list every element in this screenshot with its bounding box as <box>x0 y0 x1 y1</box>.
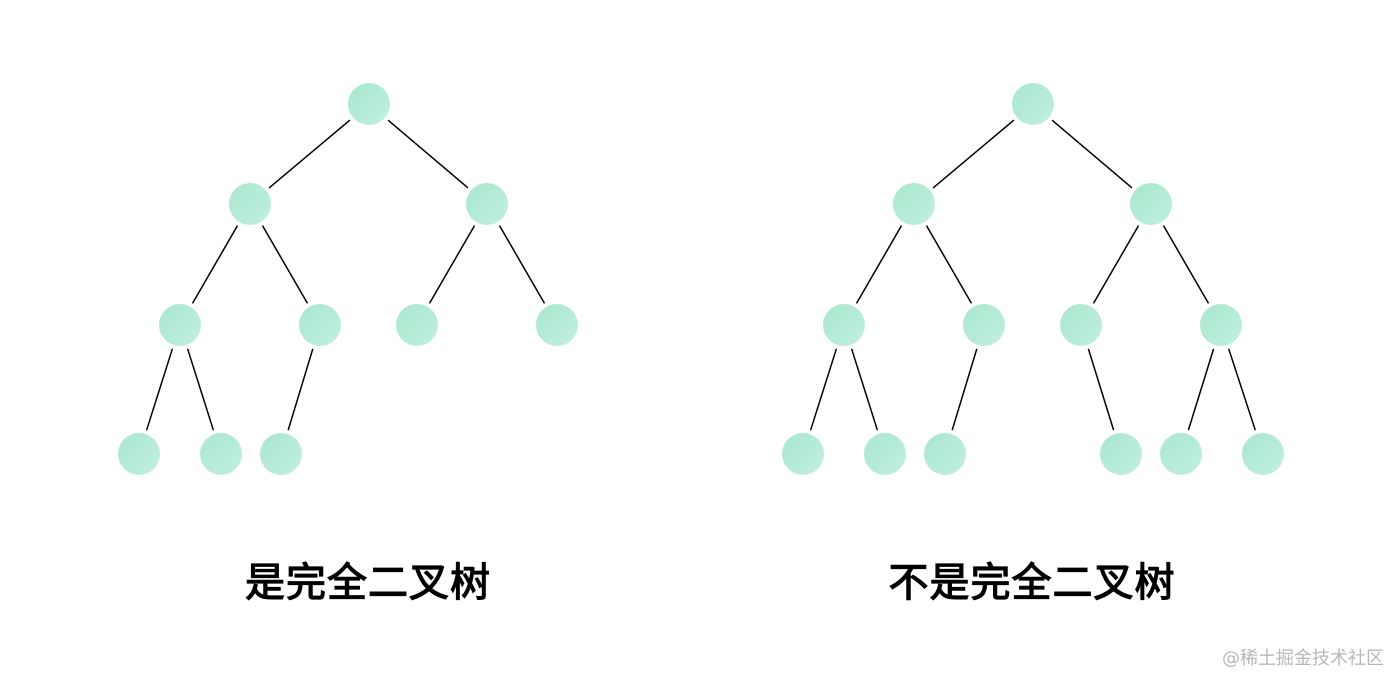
tree-edge <box>387 119 469 189</box>
tree-edge <box>809 348 838 431</box>
tree-node <box>1242 433 1284 475</box>
tree-node <box>466 183 508 225</box>
tree-node <box>200 433 242 475</box>
tree-edge <box>145 348 174 431</box>
tree-edge <box>1227 348 1257 431</box>
tree-edge <box>191 225 239 304</box>
tree-edge <box>1162 225 1210 304</box>
tree-edge <box>287 348 314 431</box>
tree-node <box>229 183 271 225</box>
tree-edge <box>186 348 215 431</box>
tree-node <box>864 433 906 475</box>
tree-edge <box>925 225 973 304</box>
tree-node <box>1100 433 1142 475</box>
tree-node <box>823 304 865 346</box>
tree-edge <box>855 225 903 304</box>
tree-node <box>924 433 966 475</box>
tree-edge <box>261 225 309 304</box>
tree-edge <box>1087 348 1115 431</box>
tree-node <box>118 433 160 475</box>
caption-complete-binary-tree: 是完全二叉树 <box>245 559 491 606</box>
tree-node <box>348 83 390 125</box>
caption-not-complete-binary-tree: 不是完全二叉树 <box>888 559 1176 606</box>
tree-node <box>1012 83 1054 125</box>
tree-edge <box>1051 119 1133 189</box>
tree-node <box>1060 304 1102 346</box>
tree-edge <box>932 119 1015 189</box>
tree-node <box>299 304 341 346</box>
tree-edge <box>498 225 546 304</box>
tree-edge <box>1187 348 1215 431</box>
tree-node <box>536 304 578 346</box>
tree-edge <box>1092 225 1140 304</box>
tree-edge <box>951 348 978 431</box>
complete-binary-tree <box>118 83 578 475</box>
tree-node <box>159 304 201 346</box>
tree-node <box>260 433 302 475</box>
tree-edge <box>268 119 351 189</box>
non-complete-binary-tree <box>782 83 1284 475</box>
tree-node <box>893 183 935 225</box>
watermark: @稀土掘金技术社区 <box>1222 648 1384 669</box>
tree-node <box>1160 433 1202 475</box>
tree-edge <box>850 348 879 431</box>
tree-node <box>396 304 438 346</box>
tree-edge <box>428 225 476 304</box>
tree-node <box>963 304 1005 346</box>
tree-node <box>1130 183 1172 225</box>
tree-node <box>1200 304 1242 346</box>
tree-node <box>782 433 824 475</box>
